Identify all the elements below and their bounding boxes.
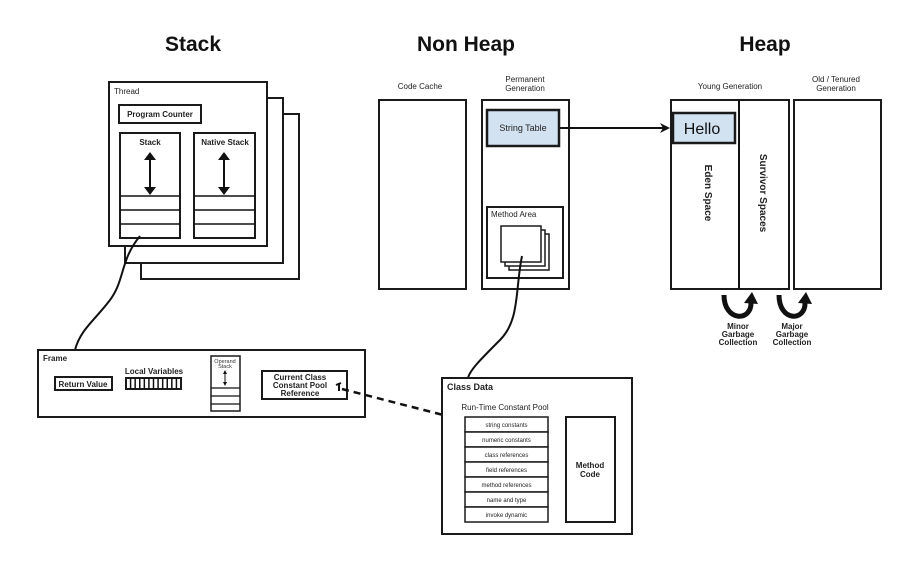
constant-pool-reference-arrow xyxy=(341,387,457,421)
return-value-label: Return Value xyxy=(59,380,108,389)
thread-title: Thread xyxy=(114,87,139,96)
runtime-constant-pool-label: Run-Time Constant Pool xyxy=(461,403,549,412)
java-stack-label: Stack xyxy=(139,138,161,147)
program-counter-box xyxy=(118,104,202,124)
old-generation-label-1: Old / Tenured xyxy=(812,75,860,84)
hello-label: Hello xyxy=(684,121,721,138)
eden-space-label: Eden Space xyxy=(702,165,713,222)
method-code-line-1: Method xyxy=(576,461,605,470)
permanent-generation-label-1: Permanent xyxy=(505,75,545,84)
frame-title: Frame xyxy=(43,354,68,363)
old-generation-label-2: Generation xyxy=(816,84,856,93)
native-stack-label: Native Stack xyxy=(201,138,249,147)
young-generation-label: Young Generation xyxy=(698,82,762,91)
method-area-class-data-connector xyxy=(467,255,523,379)
arrow-down-icon xyxy=(218,187,230,195)
string-table-label: String Table xyxy=(499,123,546,133)
method-area-label: Method Area xyxy=(491,210,537,219)
arrow-up-icon xyxy=(144,152,156,160)
minor-gc-arrow-icon xyxy=(721,294,754,319)
heap-group: Young Generation Old / Tenured Generatio… xyxy=(670,75,882,347)
pool-item-label: method references xyxy=(481,483,531,489)
major-gc-arrow-icon xyxy=(776,294,808,319)
class-data-group: Class Data Run-Time Constant Pool string… xyxy=(441,377,633,535)
minor-gc-line-1: Minor xyxy=(727,322,749,331)
class-page-1 xyxy=(500,225,542,263)
stack-frame-connector xyxy=(74,235,141,351)
pool-item-label: invoke dynamic xyxy=(486,513,527,519)
local-variables-array xyxy=(125,377,182,390)
constant-pool-ref-line-3: Reference xyxy=(281,389,320,398)
arrow-down-icon xyxy=(144,187,156,195)
permanent-generation-label-2: Generation xyxy=(505,84,545,93)
major-gc-line-2: Garbage xyxy=(776,330,809,339)
old-generation-box xyxy=(793,99,882,290)
frame-group: Frame Return Value Local Variables Opera… xyxy=(37,349,366,418)
constant-pool-ref-line-1: Current Class xyxy=(274,373,327,382)
method-code-box xyxy=(565,416,616,523)
native-stack-box xyxy=(193,132,256,239)
arrow-up-icon xyxy=(218,152,230,160)
code-cache-label: Code Cache xyxy=(398,82,443,91)
operand-stack-label-2: Stack xyxy=(218,364,232,370)
pool-item-label: name and type xyxy=(487,498,527,504)
thread-group: Thread Program Counter Stack Native Stac… xyxy=(108,81,300,280)
minor-gc-line-3: Collection xyxy=(719,338,758,347)
major-gc-line-3: Collection xyxy=(773,338,812,347)
class-data-title: Class Data xyxy=(447,382,494,392)
section-title-heap: Heap xyxy=(739,33,790,56)
runtime-constant-pool-list: string constants numeric constants class r… xyxy=(464,416,549,523)
minor-gc-line-2: Garbage xyxy=(722,330,755,339)
pool-item-box xyxy=(464,506,549,523)
string-table-box xyxy=(485,108,561,148)
hello-object xyxy=(671,111,737,145)
constant-pool-ref-line-2: Constant Pool xyxy=(273,381,327,390)
local-variables-label: Local Variables xyxy=(125,367,184,376)
program-counter-label: Program Counter xyxy=(127,110,193,119)
constant-pool-reference-box xyxy=(261,370,348,400)
pool-item-label: field references xyxy=(486,468,527,474)
code-cache-box xyxy=(378,99,467,290)
pool-item-label: numeric constants xyxy=(482,438,531,444)
pool-item-label: class references xyxy=(485,453,529,459)
return-value-box xyxy=(54,376,113,391)
pointer-icon xyxy=(335,382,342,391)
non-heap-group: Code Cache Permanent Generation String T… xyxy=(378,75,570,290)
method-code-line-2: Code xyxy=(580,470,601,479)
survivor-spaces-label: Survivor Spaces xyxy=(757,154,768,233)
major-gc-line-1: Major xyxy=(781,322,802,331)
section-title-non-heap: Non Heap xyxy=(417,33,515,56)
pool-item-label: string constants xyxy=(485,423,527,429)
operand-stack-label-1: Operand xyxy=(214,359,235,365)
section-title-stack: Stack xyxy=(165,33,221,56)
